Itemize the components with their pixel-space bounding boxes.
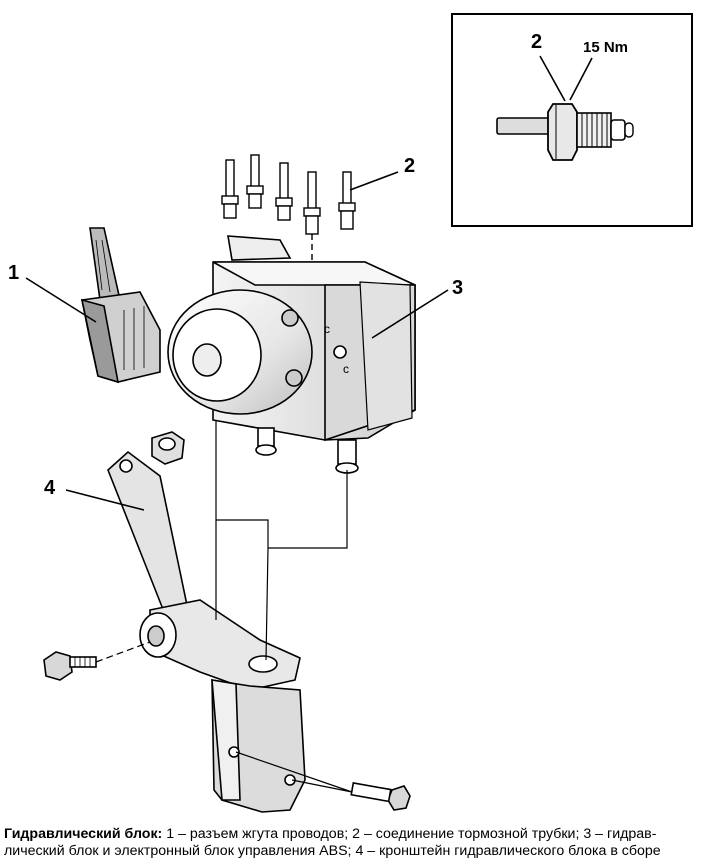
- nut: [151, 431, 185, 465]
- pipe-fitting-4: [303, 171, 321, 235]
- svg-text:c: c: [324, 322, 330, 336]
- inset-detail-box: 2 15 Nm: [451, 13, 693, 227]
- bracket-bolt-1: [43, 651, 97, 681]
- pipe-fitting-2: [246, 154, 264, 209]
- caption-line-1: 1 – разъем жгута проводов; 2 – соединени…: [166, 826, 657, 842]
- bracket-bolt-2: [350, 782, 411, 811]
- svg-text:c: c: [343, 362, 349, 376]
- figure-caption: Гидравлический блок: 1 – разъем жгута пр…: [4, 826, 698, 860]
- pump-motor: [167, 289, 313, 415]
- brake-pipe-fitting-drawing: [496, 103, 634, 161]
- wiring-harness-connector: [80, 227, 161, 384]
- pipe-fitting-1: [221, 159, 239, 219]
- callout-3: 3: [452, 277, 463, 299]
- callout-1: 1: [8, 262, 19, 284]
- abs-hydraulic-unit-diagram: 2 15 Nm c c: [8, 13, 693, 813]
- mounting-bracket: [107, 450, 306, 813]
- inset-callout-2: 2: [531, 31, 542, 53]
- caption-line-2: лический блок и электронный блок управле…: [4, 843, 661, 859]
- torque-value: 15 Nm: [583, 39, 628, 56]
- leader-lines: [25, 171, 449, 511]
- pipe-fitting-5: [338, 171, 356, 230]
- brake-pipe-connections: [221, 154, 356, 262]
- pipe-fitting-3: [275, 162, 293, 221]
- assembly-lines: [95, 420, 353, 793]
- caption-title: Гидравлический блок:: [4, 826, 163, 842]
- callout-2: 2: [404, 155, 415, 177]
- callout-4: 4: [44, 477, 56, 499]
